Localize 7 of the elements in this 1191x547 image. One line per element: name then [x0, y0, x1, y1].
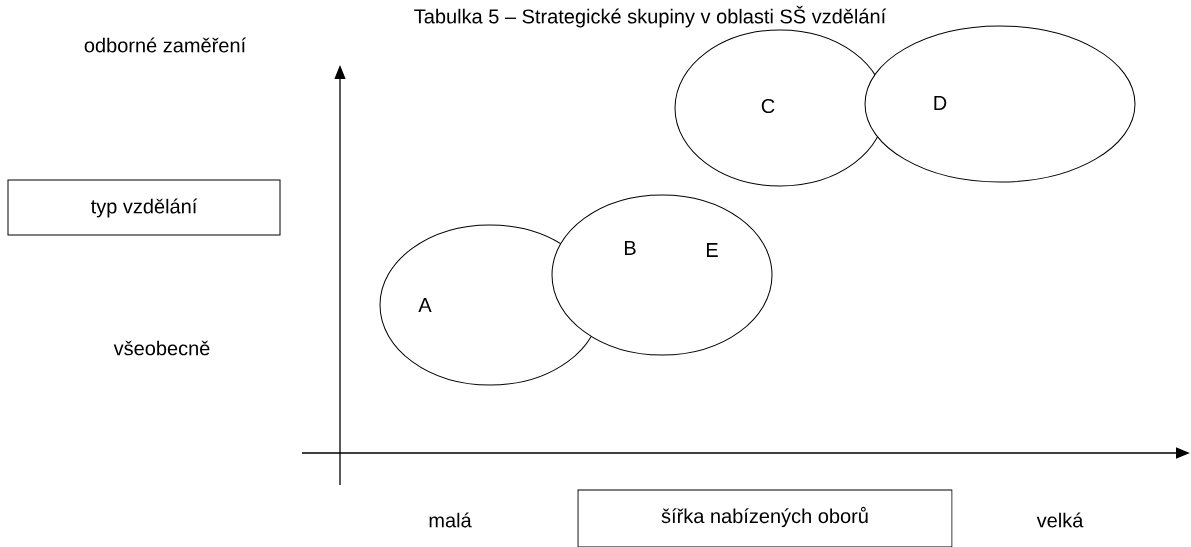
label-box: typ vzdělání: [7, 179, 281, 236]
axis-label: odborné zaměření: [84, 37, 246, 53]
axis-label: všeobecně: [113, 340, 210, 356]
label-box: šířka nabízených oborů: [577, 489, 953, 547]
axis-label: velká: [1036, 512, 1084, 528]
title: Tabulka 5 – Strategické skupiny v oblasti SŠ vzdělání: [414, 5, 887, 28]
axis-label: malá: [429, 512, 472, 528]
